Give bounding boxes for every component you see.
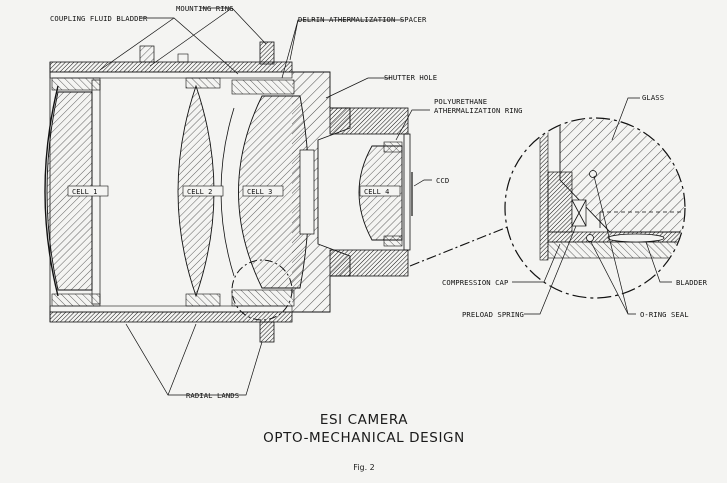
figure-number: Fig. 2 bbox=[353, 463, 375, 472]
oring-2 bbox=[586, 234, 594, 242]
mounting-ring-top bbox=[259, 41, 275, 65]
title-line-1: ESI CAMERA bbox=[320, 412, 408, 428]
label-glass: GLASS bbox=[642, 93, 664, 102]
detail-view bbox=[504, 117, 686, 299]
mounting-ring-bottom bbox=[259, 321, 275, 343]
cell-4-housing-top bbox=[329, 107, 409, 135]
barrel-top-wall bbox=[49, 61, 293, 73]
detail-bladder bbox=[607, 233, 665, 243]
barrel-bottom-wall bbox=[49, 311, 293, 323]
detail-callout-circle bbox=[231, 259, 293, 321]
label-compression-cap: COMPRESSION CAP bbox=[442, 278, 508, 287]
label-delrin-spacer: DELRIN ATHERMALIZATION SPACER bbox=[298, 15, 427, 24]
label-preload-spring: PRELOAD SPRING bbox=[462, 310, 524, 319]
title-block: ESI CAMERA OPTO-MECHANICAL DESIGN Fig. 2 bbox=[263, 412, 465, 472]
detail-connector bbox=[409, 225, 511, 267]
label-radial-lands: RADIAL LANDS bbox=[186, 391, 239, 400]
leader-lines bbox=[99, 7, 672, 396]
cell-4-label: CELL 4 bbox=[364, 188, 389, 196]
callout-labels: COUPLING FLUID BLADDER MOUNTING RING DEL… bbox=[50, 4, 708, 400]
label-polyurethane-1: POLYURETHANE bbox=[434, 97, 487, 106]
label-mounting-ring: MOUNTING RING bbox=[176, 4, 234, 13]
label-ccd: CCD bbox=[436, 176, 449, 185]
cell-3-label: CELL 3 bbox=[247, 188, 272, 196]
oring-1 bbox=[589, 170, 597, 178]
label-polyurethane-2: ATHERMALIZATION RING bbox=[434, 106, 523, 115]
cell-4-housing-bottom bbox=[329, 249, 409, 277]
cell-labels: CELL 1 CELL 2 CELL 3 CELL 4 bbox=[67, 185, 401, 197]
cell-2-label: CELL 2 bbox=[187, 188, 212, 196]
label-oring-seal: O-RING SEAL bbox=[640, 310, 689, 319]
label-bladder: BLADDER bbox=[676, 278, 708, 287]
title-line-2: OPTO-MECHANICAL DESIGN bbox=[263, 430, 465, 446]
label-shutter-hole: SHUTTER HOLE bbox=[384, 73, 437, 82]
cell-1-label: CELL 1 bbox=[72, 188, 97, 196]
label-coupling-fluid-bladder: COUPLING FLUID BLADDER bbox=[50, 14, 148, 23]
